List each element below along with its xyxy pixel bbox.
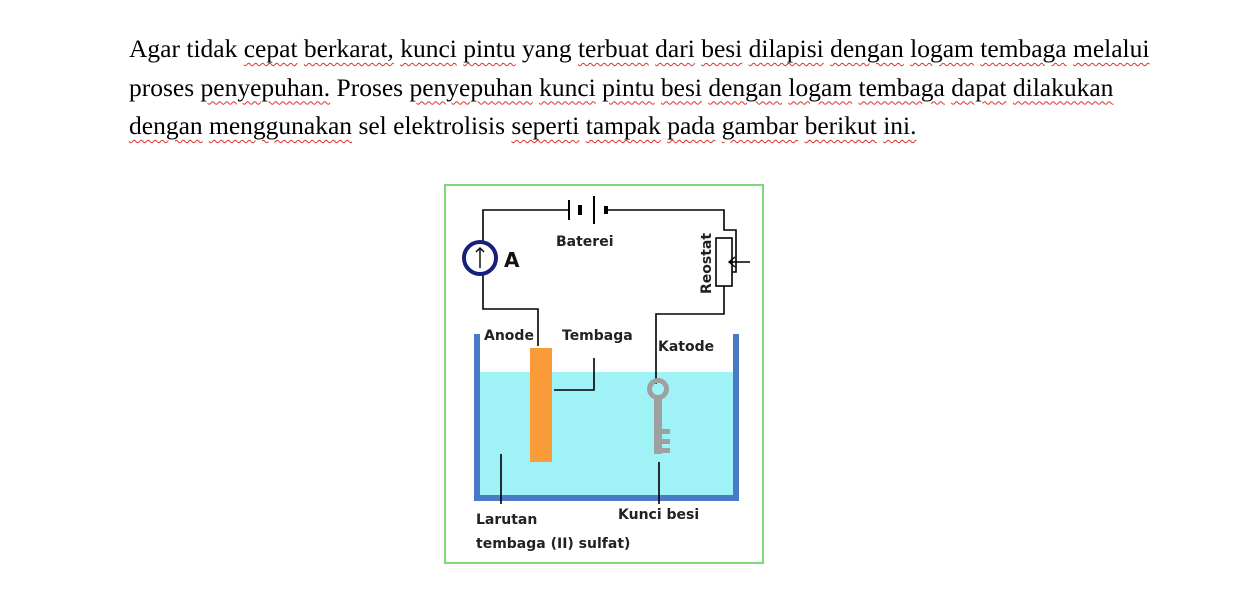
word: dengan <box>830 34 904 63</box>
circuit-wires <box>482 209 737 504</box>
word: menggunakan <box>209 111 353 140</box>
word: logam <box>910 34 974 63</box>
word: tembaga <box>858 72 945 102</box>
ammeter-label: A <box>504 248 520 272</box>
copper-plate <box>530 348 552 462</box>
copper-sulfate-solution <box>479 372 734 496</box>
word: dapat <box>951 72 1007 102</box>
word: pada <box>667 111 716 140</box>
word: logam <box>788 72 853 102</box>
paragraph: Agar tidak cepat berkarat, kunci pintu y… <box>129 30 1169 146</box>
word: dilakukan <box>1012 72 1114 102</box>
word: tampak <box>585 111 661 140</box>
rheostat-label: Reostat <box>699 233 715 294</box>
word: proses <box>129 72 195 102</box>
word: tembaga <box>980 34 1067 63</box>
battery-label: Baterei <box>556 234 614 250</box>
word: yang <box>522 34 572 63</box>
electrolysis-container <box>474 334 739 501</box>
copper-label: Tembaga <box>562 328 633 344</box>
solution-label-line1: Larutan <box>476 512 537 528</box>
word: tidak <box>186 34 238 63</box>
word: Agar <box>129 34 180 63</box>
word: dari <box>655 34 695 63</box>
word: elektrolisis <box>393 111 506 140</box>
word: pintu <box>602 72 655 102</box>
word: terbuat <box>577 34 649 63</box>
word: berikut <box>804 111 877 140</box>
electrolysis-figure: A Baterei Reostat Anode Tembaga Katode L… <box>444 184 764 564</box>
word: seperti <box>511 111 580 140</box>
rheostat-icon <box>715 237 750 287</box>
iron-key-icon <box>647 378 670 454</box>
word: sel <box>358 111 387 140</box>
word: ini. <box>883 111 917 140</box>
word: berkarat, <box>303 34 394 63</box>
word: cepat <box>243 34 298 63</box>
solution-label-line2: tembaga (II) sulfat) <box>476 536 630 552</box>
word: dilapisi <box>748 34 824 63</box>
word: dengan <box>129 111 203 140</box>
word: besi <box>701 34 743 63</box>
word: Proses <box>336 72 404 102</box>
word: gambar <box>721 111 799 140</box>
word: dengan <box>708 72 782 102</box>
word: penyepuhan <box>409 72 533 102</box>
anode-label: Anode <box>484 328 534 344</box>
word: kunci <box>400 34 457 63</box>
iron-key-label: Kunci besi <box>618 507 699 523</box>
word: melalui <box>1073 34 1150 63</box>
word: penyepuhan. <box>200 72 331 102</box>
battery-icon <box>568 196 608 224</box>
ammeter-icon <box>462 240 498 276</box>
cathode-label: Katode <box>658 339 714 355</box>
word: besi <box>660 72 702 102</box>
word: kunci <box>539 72 596 102</box>
electrolysis-diagram: A Baterei Reostat Anode Tembaga Katode L… <box>462 196 750 552</box>
word: pintu <box>463 34 516 63</box>
